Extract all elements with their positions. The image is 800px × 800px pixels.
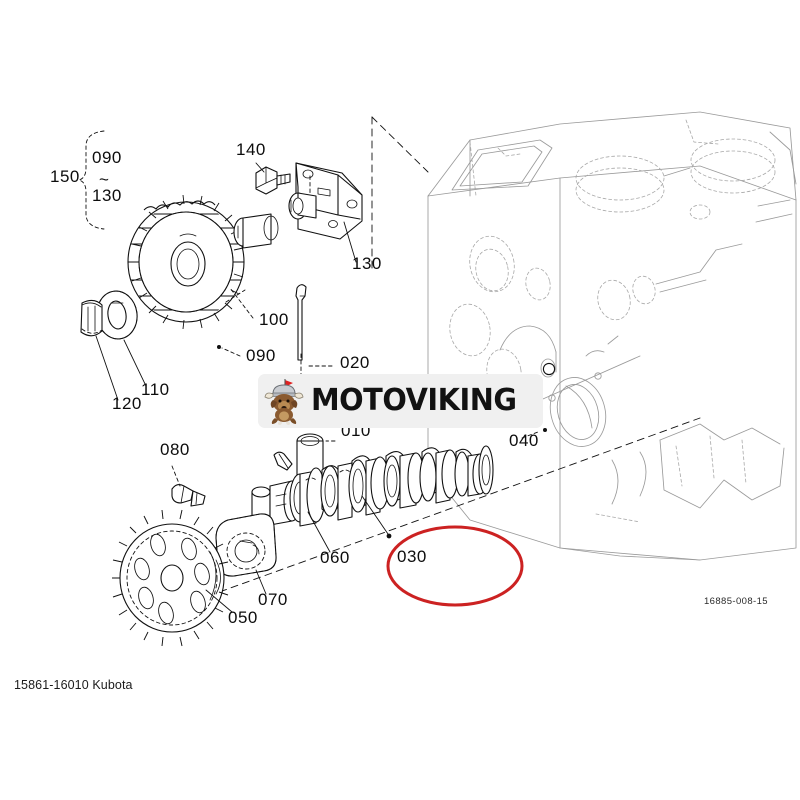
callout-140: 140	[236, 140, 266, 159]
callout-090: 090	[246, 346, 276, 365]
callout-120: 120	[112, 394, 142, 413]
pin-080	[171, 483, 206, 507]
callout-080: 080	[160, 440, 190, 459]
leader-lines	[95, 162, 539, 613]
callout-070: 070	[258, 590, 288, 609]
030-highlight-ellipse	[386, 525, 524, 607]
idler-bushing-100	[233, 213, 279, 249]
bracket-assembly-130	[288, 162, 363, 240]
cam-plate-070	[215, 513, 277, 577]
callout-060: 060	[320, 548, 350, 567]
bracket-range-separator: ~	[99, 170, 109, 189]
group-bracket-150	[77, 130, 105, 230]
callout-100: 100	[259, 310, 289, 329]
drive-gear-050	[112, 509, 229, 647]
camshaft-060	[251, 445, 494, 530]
callout-130-top: 130	[92, 186, 122, 205]
callout-130: 130	[352, 254, 382, 273]
washer-110	[96, 290, 138, 340]
callout-labels: 150 090 130 140 130 100 090 020 110 120 …	[50, 140, 539, 627]
callout-090-top: 090	[92, 148, 122, 167]
callout-040: 040	[509, 431, 539, 450]
callout-050: 050	[228, 608, 258, 627]
callout-150: 150	[50, 167, 80, 186]
motoviking-watermark: MOTOVIKING	[258, 374, 543, 428]
watermark-text: MOTOVIKING	[311, 383, 517, 418]
detail-040-marker	[543, 428, 547, 432]
viking-dog-mascot-icon	[260, 376, 310, 426]
woodruff-key	[273, 451, 293, 471]
drawing-number: 16885-008-15	[704, 596, 768, 607]
callout-030: 030	[397, 547, 427, 566]
part-caption: 15861-16010 Kubota	[14, 678, 133, 692]
idler-gear-assembly	[127, 194, 245, 330]
bolt-140	[255, 166, 291, 195]
callout-020: 020	[340, 353, 370, 372]
collar-120	[80, 299, 103, 337]
assembly-axis-lines	[185, 116, 701, 605]
callout-110: 110	[141, 380, 170, 399]
